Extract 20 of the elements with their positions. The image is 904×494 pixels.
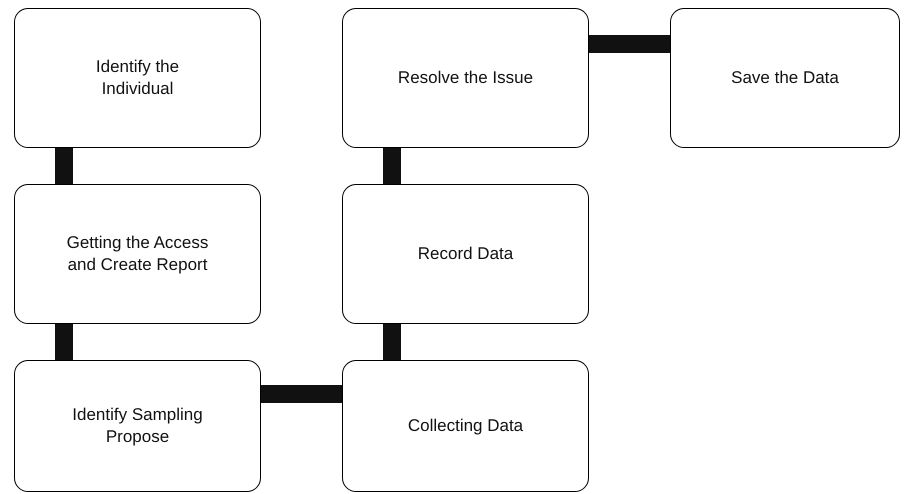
step-label: Resolve the Issue xyxy=(398,67,534,89)
connector-bar xyxy=(55,148,73,184)
connector-bar xyxy=(383,148,401,184)
connector-bar xyxy=(261,385,342,403)
step-label: Identify Sampling Propose xyxy=(71,404,204,448)
process-box xyxy=(14,8,261,148)
step-label: Record Data xyxy=(418,243,514,265)
step-label: Save the Data xyxy=(731,67,839,89)
connector-bar xyxy=(55,324,73,360)
process-box xyxy=(342,360,589,492)
process-box xyxy=(342,184,589,324)
process-box xyxy=(342,8,589,148)
step-label: Identify the Individual xyxy=(94,56,180,100)
step-label: Collecting Data xyxy=(408,415,524,437)
step-label: Getting the Access and Create Report xyxy=(66,232,210,276)
process-box xyxy=(14,360,261,492)
connector-bar xyxy=(589,35,670,53)
process-box xyxy=(14,184,261,324)
connector-bar xyxy=(383,324,401,360)
process-box xyxy=(670,8,900,148)
